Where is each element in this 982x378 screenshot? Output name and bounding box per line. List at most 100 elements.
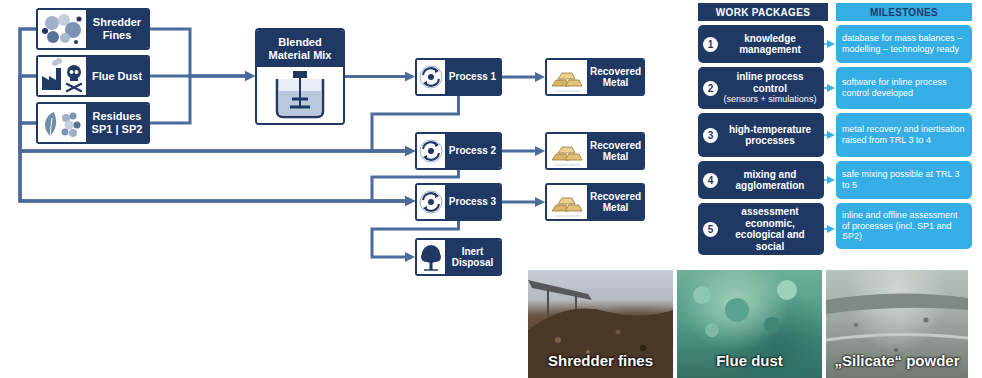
graphic-part: [924, 318, 929, 323]
label-area: Flue Dust: [86, 57, 148, 95]
input-box: Shredder Fines: [36, 8, 150, 50]
callout-number: 4: [703, 173, 718, 188]
output-box: Recovered Metal: [545, 132, 645, 170]
label-area: assessment economic, ecological and soci…: [721, 206, 819, 252]
label-area: Inert Disposal: [445, 240, 500, 274]
label-area: Blended Material Mix: [257, 30, 343, 67]
milestone-box: metal recovery and inertisation raised f…: [836, 113, 972, 157]
graphic-part: [705, 323, 719, 337]
box-label: Process 3: [449, 196, 496, 208]
process-box: Process 3: [415, 183, 502, 221]
box-label: Process 1: [449, 71, 496, 83]
box-label: Shredder Fines: [89, 16, 145, 41]
work-package-box: 1knowledge management: [698, 25, 824, 63]
graphic-part: [777, 280, 797, 300]
label-area: Shredder Fines: [86, 10, 148, 48]
graphic-part: [75, 70, 79, 74]
graphic-part: [425, 79, 439, 86]
milestone-text: metal recovery and inertisation raised f…: [842, 124, 966, 146]
graphic-part: [693, 286, 711, 304]
label-area: Process 3: [445, 185, 500, 219]
graphic-part: [424, 269, 438, 271]
graphic-part: [555, 91, 580, 92]
graphic-part: [417, 240, 445, 274]
graphic-part: [74, 40, 78, 44]
graphic-part: [69, 129, 77, 137]
photo-caption: „Silicate“ powder: [834, 352, 959, 378]
milestone-box: safe mixing possible at TRL 3 to 5: [836, 161, 972, 199]
node-icon: [417, 185, 445, 219]
work-package-box: 5assessment economic, ecological and soc…: [698, 203, 824, 255]
flow-arrow: [150, 29, 249, 76]
milestone-box: inline and offline assessment of process…: [836, 203, 972, 249]
graphic-part: [565, 80, 582, 86]
graphic-part: [420, 140, 442, 162]
graphic-part: [428, 74, 434, 80]
work-package-title: mixing and agglomeration: [721, 169, 819, 192]
input-box: Residues SP1 | SP2: [36, 102, 150, 144]
graphic-part: [640, 345, 646, 351]
node-icon: [38, 104, 86, 142]
graphic-part: [299, 78, 301, 107]
graphic-part: [423, 142, 437, 149]
graphic-part: [74, 122, 81, 129]
box-label: Inert Disposal: [448, 246, 497, 269]
graphic-part: [558, 198, 575, 204]
box-label: Recovered Metal: [590, 140, 641, 163]
graphic-part: [62, 129, 69, 136]
graphic-part: [417, 60, 445, 94]
callout-number: 1: [703, 37, 718, 52]
work-package-note: (sensors + simulations): [724, 94, 817, 104]
graphic-part: [42, 68, 61, 90]
graphic-part: [420, 66, 442, 88]
graphic-part: [60, 33, 70, 43]
graphic-part: [277, 79, 323, 117]
label-area: Process 1: [445, 60, 500, 94]
graphic-part: [528, 280, 592, 300]
graphic-part: [77, 17, 82, 22]
node-icon: [417, 240, 445, 274]
graphic-part: [423, 193, 437, 200]
graphic-part: [45, 16, 59, 30]
callout-number: 2: [703, 81, 718, 96]
label-area: high-temperature processes: [721, 124, 819, 147]
graphic-part: [47, 31, 59, 43]
node-icon: [257, 67, 343, 123]
graphic-part: [555, 165, 580, 166]
graphic-part: [547, 185, 587, 219]
column-header: MILESTONES: [836, 3, 972, 21]
node-icon: [547, 60, 587, 94]
graphic-part: [558, 73, 575, 79]
graphic-part: [45, 112, 56, 136]
graphic-part: [67, 84, 81, 91]
graphic-part: [854, 323, 858, 327]
flow-arrow: [150, 76, 249, 123]
graphic-part: [423, 81, 427, 86]
mixer-box: Blended Material Mix: [255, 28, 345, 125]
milestone-text: inline and offline assessment of process…: [842, 210, 966, 242]
graphic-part: [38, 10, 86, 48]
process-box: Inert Disposal: [415, 238, 502, 276]
photo-panel: Shredder fines: [528, 270, 673, 378]
graphic-part: [65, 121, 74, 130]
milestone-text: software for inline process control deve…: [842, 77, 966, 99]
graphic-part: [826, 293, 968, 314]
photo-panel: Flue dust: [677, 270, 822, 378]
graphic-part: [423, 155, 427, 160]
work-package-title: knowledge management: [721, 33, 819, 56]
graphic-part: [423, 68, 437, 75]
process-box: Process 1: [415, 58, 502, 96]
callout-number: 5: [703, 222, 718, 237]
graphic-part: [764, 317, 780, 333]
photo-panel: „Silicate“ powder: [826, 270, 968, 378]
milestone-box: software for inline process control deve…: [836, 67, 972, 109]
work-package-title: high-temperature processes: [721, 124, 819, 147]
graphic-part: [547, 60, 587, 94]
header-text: WORK PACKAGES: [716, 7, 810, 18]
label-area: Recovered Metal: [587, 60, 644, 94]
graphic-part: [290, 99, 310, 107]
graphic-part: [555, 337, 561, 343]
graphic-part: [528, 309, 673, 378]
graphic-part: [547, 134, 587, 168]
